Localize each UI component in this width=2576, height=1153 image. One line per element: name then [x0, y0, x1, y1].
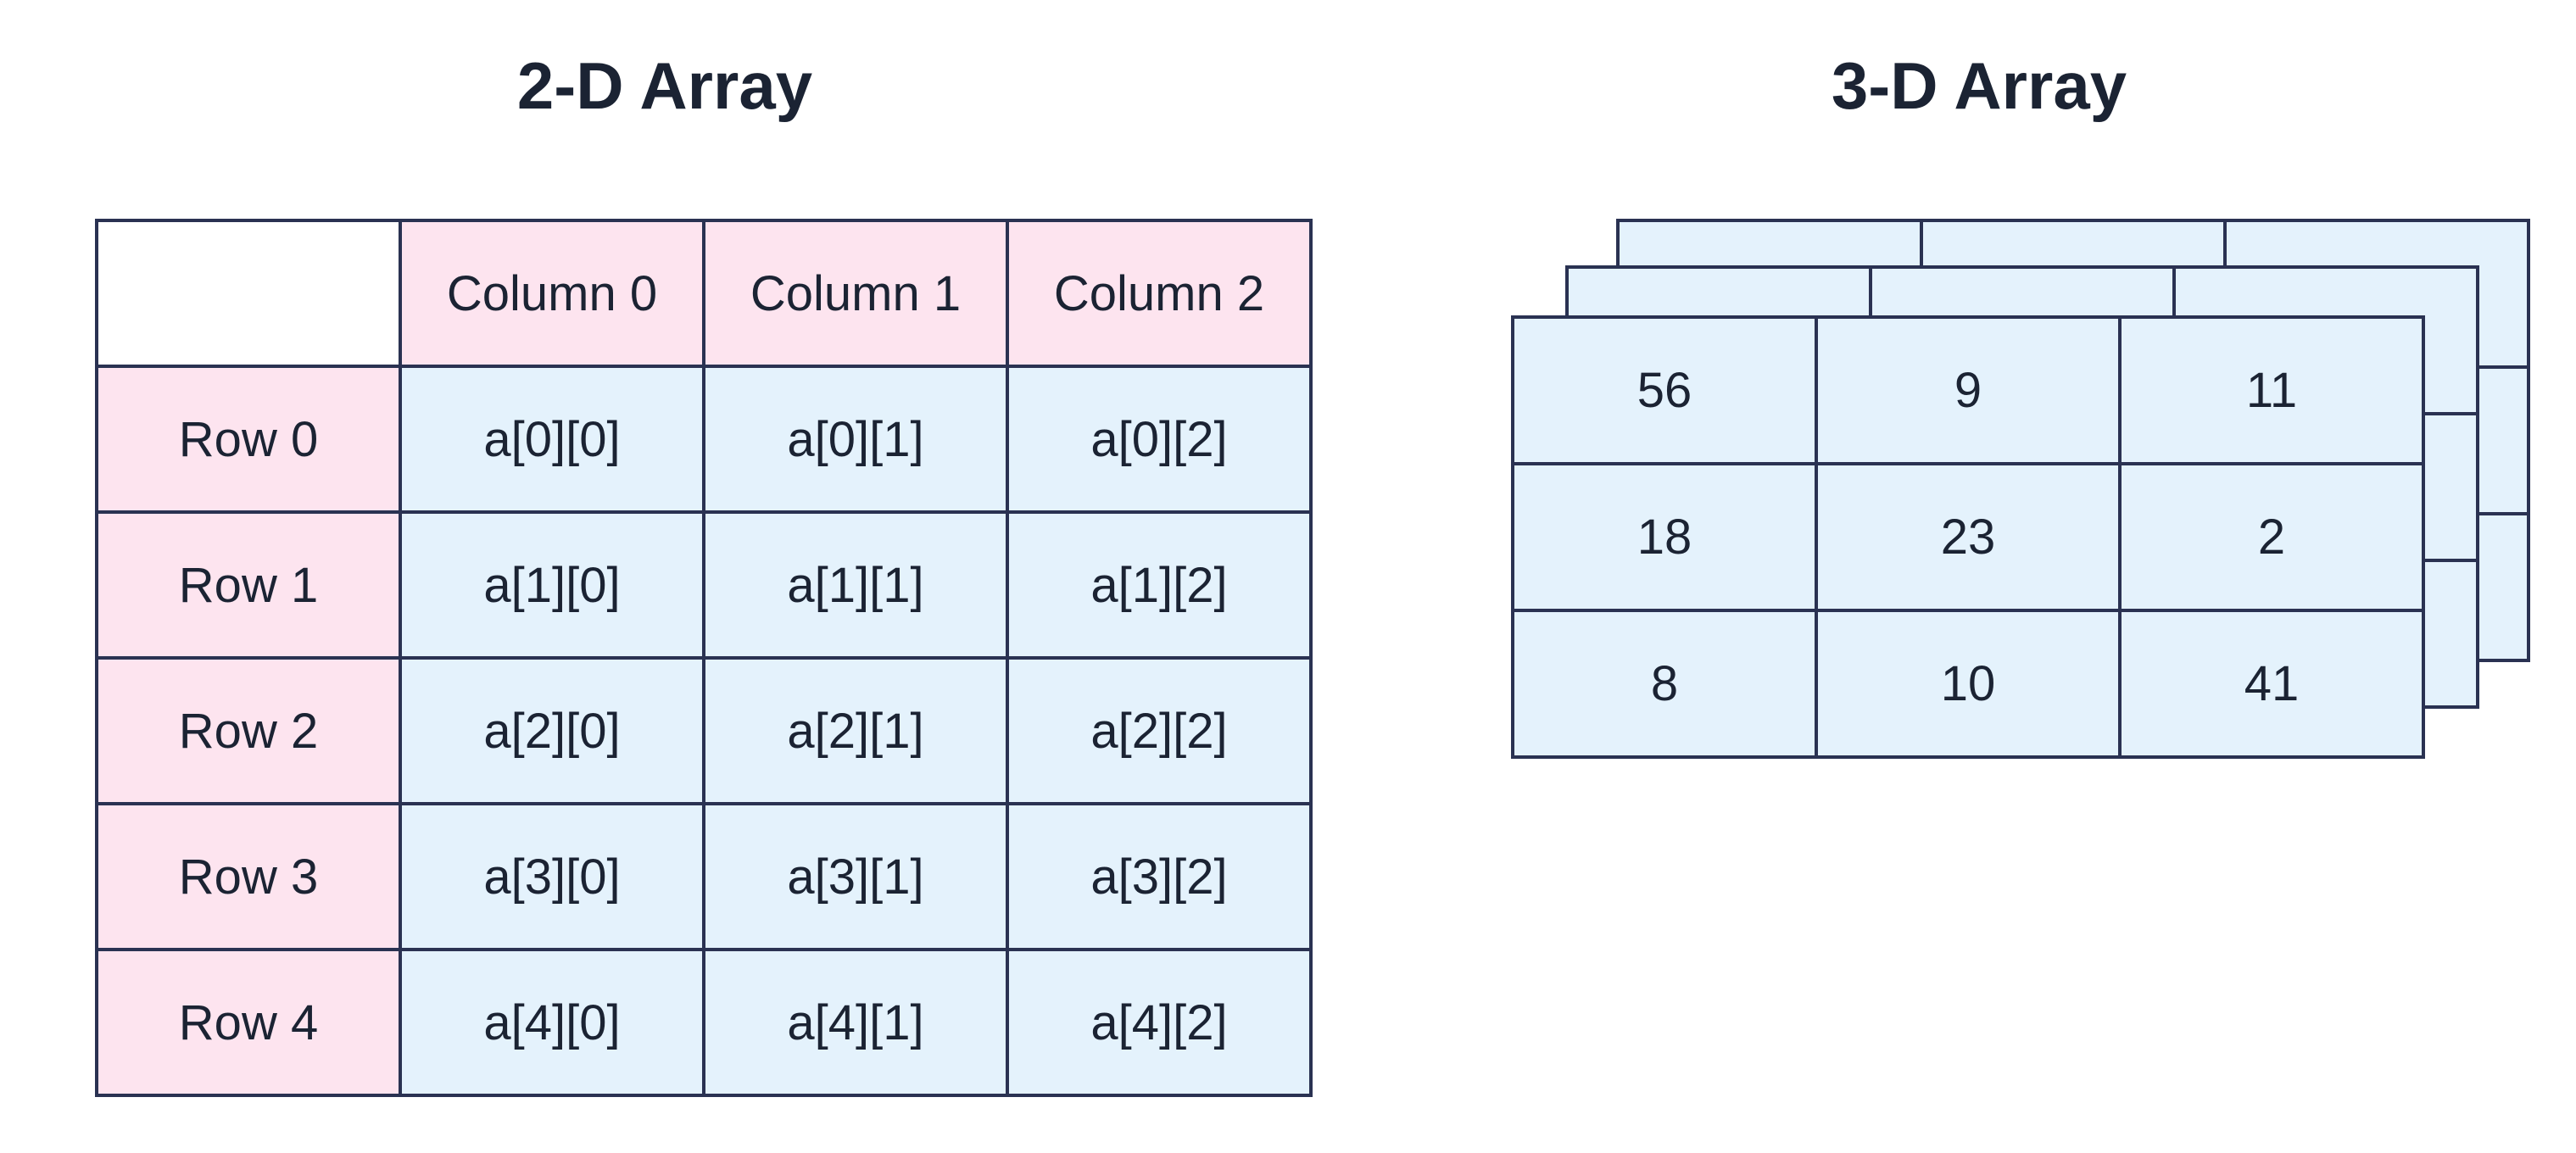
row-header: Row 2 [95, 656, 402, 805]
layer-cell: 2 [2118, 462, 2425, 612]
layer-cell: 56 [1511, 315, 1818, 465]
array-cell: a[2][2] [1006, 656, 1313, 805]
row-header: Row 0 [95, 365, 402, 514]
array-cell: a[1][0] [399, 510, 705, 660]
table-row: Row 3 a[3][0] a[3][1] a[3][2] [95, 802, 1313, 951]
three-d-layer-front: 56 9 11 18 23 2 8 10 41 [1511, 315, 2425, 759]
layer-cell: 10 [1815, 609, 2122, 759]
array-cell: a[0][0] [399, 365, 705, 514]
three-d-array-title: 3-D Array [1831, 48, 2127, 123]
array-cell: a[2][1] [702, 656, 1009, 805]
two-d-array-table: Column 0 Column 1 Column 2 Row 0 a[0][0]… [95, 219, 1313, 1097]
column-header: Column 2 [1006, 219, 1313, 368]
layer-row: 8 10 41 [1511, 609, 2425, 759]
array-cell: a[3][1] [702, 802, 1009, 951]
table-row: Row 0 a[0][0] a[0][1] a[0][2] [95, 365, 1313, 514]
table-row: Row 1 a[1][0] a[1][1] a[1][2] [95, 510, 1313, 660]
array-cell: a[3][2] [1006, 802, 1313, 951]
array-cell: a[4][2] [1006, 948, 1313, 1097]
array-cell: a[2][0] [399, 656, 705, 805]
header-row: Column 0 Column 1 Column 2 [95, 219, 1313, 368]
array-cell: a[1][2] [1006, 510, 1313, 660]
array-cell: a[1][1] [702, 510, 1009, 660]
column-header: Column 0 [399, 219, 705, 368]
array-cell: a[0][2] [1006, 365, 1313, 514]
layer-cell: 18 [1511, 462, 1818, 612]
layer-row: 56 9 11 [1511, 315, 2425, 465]
layer-cell: 8 [1511, 609, 1818, 759]
array-cell: a[0][1] [702, 365, 1009, 514]
corner-cell [95, 219, 402, 368]
layer-cell: 11 [2118, 315, 2425, 465]
array-cell: a[3][0] [399, 802, 705, 951]
array-cell: a[4][0] [399, 948, 705, 1097]
layer-row: 18 23 2 [1511, 462, 2425, 612]
row-header: Row 3 [95, 802, 402, 951]
row-header: Row 4 [95, 948, 402, 1097]
column-header: Column 1 [702, 219, 1009, 368]
layer-cell: 41 [2118, 609, 2425, 759]
array-cell: a[4][1] [702, 948, 1009, 1097]
two-d-array-title: 2-D Array [516, 48, 813, 123]
layer-cell: 9 [1815, 315, 2122, 465]
row-header: Row 1 [95, 510, 402, 660]
table-row: Row 2 a[2][0] a[2][1] a[2][2] [95, 656, 1313, 805]
table-row: Row 4 a[4][0] a[4][1] a[4][2] [95, 948, 1313, 1097]
layer-cell: 23 [1815, 462, 2122, 612]
